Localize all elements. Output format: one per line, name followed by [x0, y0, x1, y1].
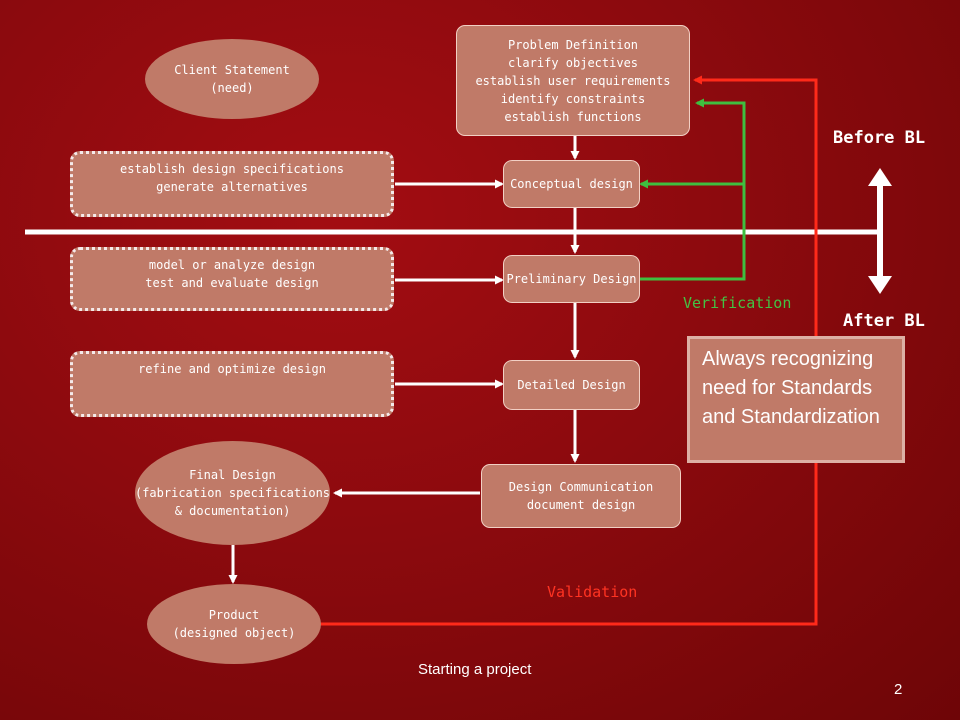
final-design-node: Final Design (fabrication specifications… [135, 441, 330, 545]
specs-line-2: generate alternatives [156, 180, 308, 194]
footer-title: Starting a project [418, 661, 532, 678]
model-analyze-node: model or analyze design test and evaluat… [70, 247, 394, 311]
client-statement-node: Client Statement (need) [145, 39, 319, 119]
final-line-2: (fabrication specifications [134, 486, 331, 500]
standards-note-box: Always recognizing need for Standards an… [687, 336, 905, 463]
bl-arrow-down-head [868, 276, 892, 294]
communication-line-2: document design [526, 498, 636, 512]
problem-line-2: clarify objectives [507, 55, 639, 70]
before-bl-label: Before BL [833, 128, 926, 148]
preliminary-design-node: Preliminary Design [503, 255, 640, 303]
detailed-design-node: Detailed Design [503, 360, 640, 410]
problem-definition-node: Problem Definition clarify objectives es… [456, 25, 690, 136]
after-bl-label: After BL [843, 311, 925, 331]
verification-label: Verification [683, 294, 792, 312]
refine-optimize-node: refine and optimize design [70, 351, 394, 417]
product-line-2: (designed object) [172, 626, 296, 640]
communication-line-1: Design Communication [508, 480, 654, 494]
specs-line-1: establish design specifications [120, 162, 344, 176]
refine-line-1: refine and optimize design [138, 362, 326, 376]
verification-loop [640, 98, 746, 281]
model-line-2: test and evaluate design [145, 276, 319, 290]
conceptual-design-node: Conceptual design [503, 160, 640, 208]
bl-arrow-up-head [868, 168, 892, 186]
product-line-1: Product [208, 608, 260, 622]
model-line-1: model or analyze design [148, 258, 316, 272]
problem-line-3: establish user requirements [475, 73, 671, 88]
design-communication-node: Design Communication document design [481, 464, 681, 528]
standards-note-text: Always recognizing need for Standards an… [702, 348, 880, 428]
final-line-1: Final Design [189, 468, 276, 482]
detailed-label: Detailed Design [517, 378, 626, 392]
problem-line-5: establish functions [504, 109, 642, 124]
client-statement-line-2: (need) [210, 81, 254, 95]
validation-label: Validation [547, 583, 638, 601]
page-number: 2 [894, 681, 903, 698]
specs-alternatives-node: establish design specifications generate… [70, 151, 394, 217]
conceptual-label: Conceptual design [510, 177, 633, 191]
client-statement-line-1: Client Statement [174, 63, 290, 77]
problem-line-4: identify constraints [500, 91, 646, 106]
problem-line-1: Problem Definition [507, 37, 639, 52]
preliminary-label: Preliminary Design [506, 272, 637, 286]
product-node: Product (designed object) [147, 584, 321, 664]
final-line-3: & documentation) [174, 504, 291, 518]
